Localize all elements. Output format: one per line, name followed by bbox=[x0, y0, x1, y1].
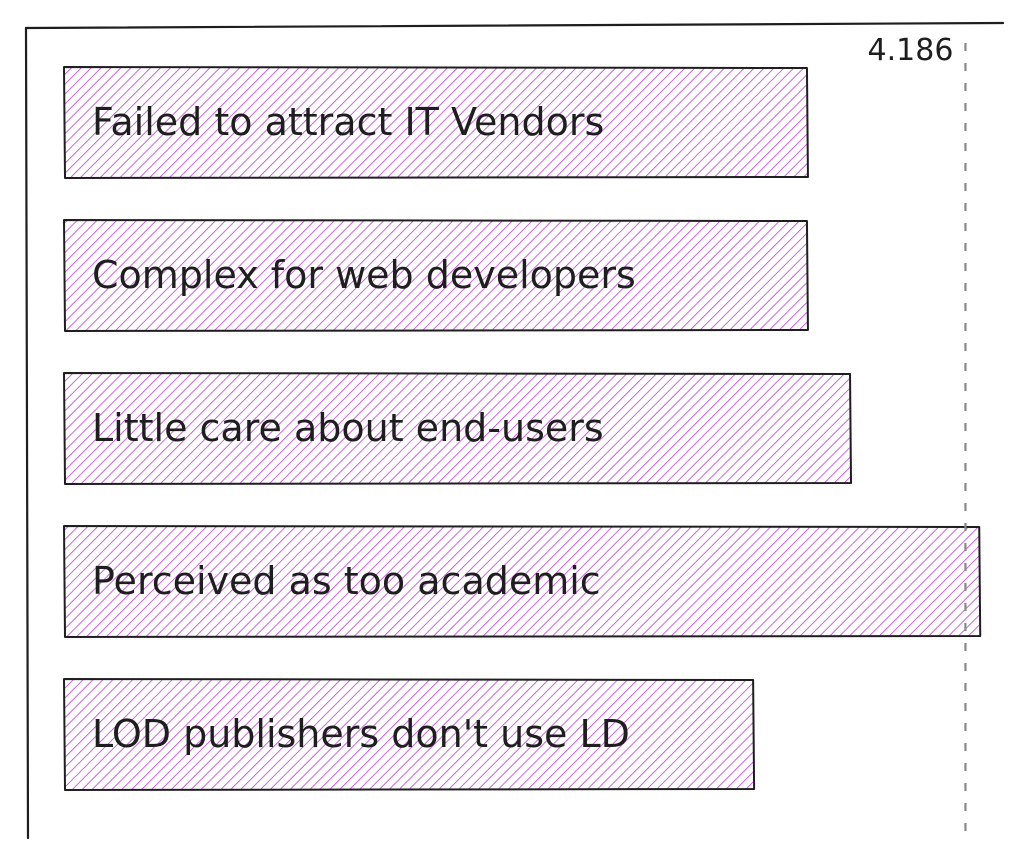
bar-label: LOD publishers don't use LD bbox=[92, 712, 630, 756]
bar-label: Perceived as too academic bbox=[92, 559, 601, 603]
reference-line-label: 4.186 bbox=[868, 33, 954, 68]
bar bbox=[63, 219, 809, 332]
bar bbox=[63, 372, 853, 485]
bar bbox=[63, 678, 756, 791]
top-axis-line bbox=[24, 21, 1005, 30]
bar-fill bbox=[64, 67, 807, 177]
bar-fill bbox=[64, 220, 807, 330]
bar-outline bbox=[63, 219, 809, 332]
left-axis-line bbox=[24, 26, 30, 840]
bar-label: Little care about end-users bbox=[92, 406, 604, 450]
bar-outline bbox=[63, 525, 982, 638]
bar-fill bbox=[64, 373, 851, 483]
bar-outline bbox=[63, 678, 756, 791]
bar bbox=[63, 525, 982, 638]
bar-fill bbox=[64, 526, 980, 636]
bar-label: Complex for web developers bbox=[92, 253, 636, 297]
bar-outline bbox=[63, 66, 809, 179]
bar-outline bbox=[63, 372, 853, 485]
bar-label: Failed to attract IT Vendors bbox=[92, 100, 604, 144]
bar bbox=[63, 66, 809, 179]
bar-fill bbox=[64, 679, 754, 789]
